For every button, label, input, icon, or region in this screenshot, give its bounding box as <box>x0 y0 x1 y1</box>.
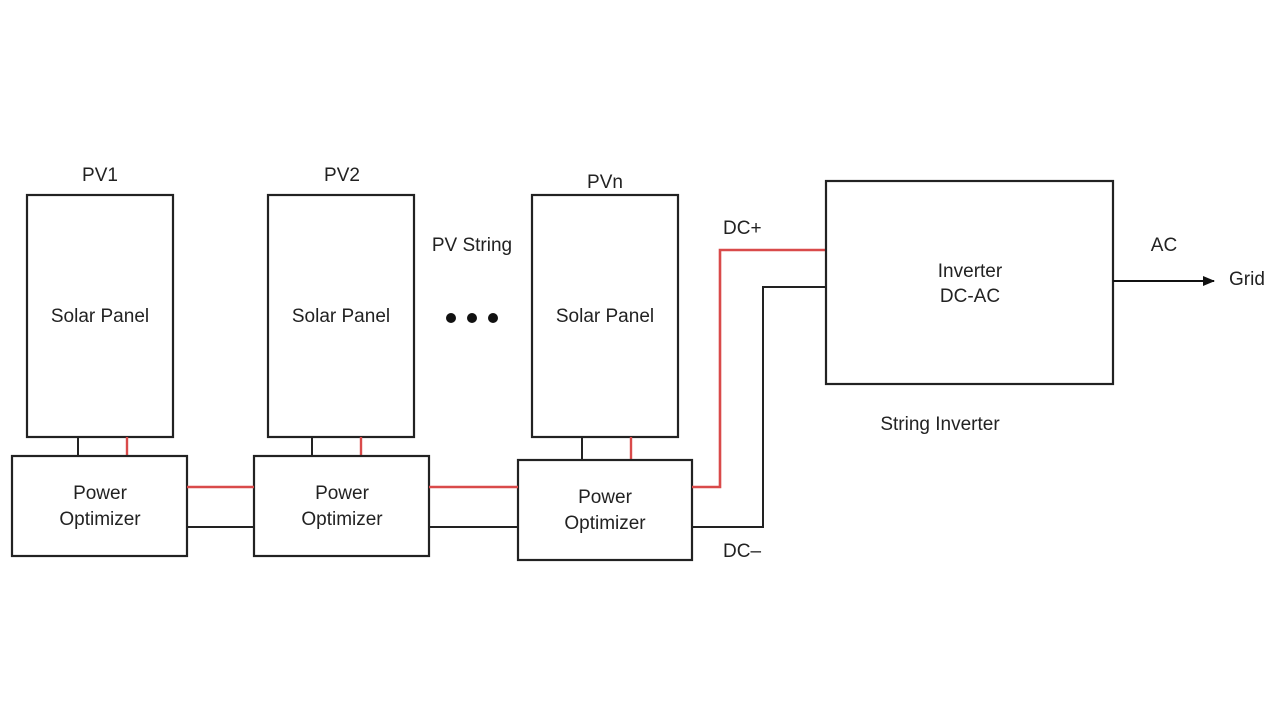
ellipsis-dot-2 <box>467 313 477 323</box>
power-optimizer-2 <box>252 454 431 558</box>
solar-panel-2-label: Solar Panel <box>292 306 390 327</box>
solar-panel-2 <box>266 193 416 439</box>
dc-plus-wire <box>692 248 826 489</box>
solar-panel-1 <box>25 193 175 439</box>
solar-panel-n <box>530 193 680 439</box>
panel-id-pv2: PV2 <box>324 165 360 186</box>
power-optimizer-1 <box>10 454 189 558</box>
inverter-label-line2: DC-AC <box>940 286 1000 307</box>
pv-string-label: PV String <box>432 235 512 256</box>
ac-label: AC <box>1151 235 1177 256</box>
power-optimizer-n-line1: Power <box>578 487 633 508</box>
power-optimizer-1-line2: Optimizer <box>59 509 141 530</box>
power-optimizer-2-line1: Power <box>315 483 370 504</box>
ellipsis-dot-1 <box>446 313 456 323</box>
power-optimizer-n <box>516 458 694 562</box>
dc-minus-wire <box>692 286 826 528</box>
power-optimizer-n-line2: Optimizer <box>564 513 646 534</box>
dc-minus-label: DC– <box>723 541 761 562</box>
inverter-label-line1: Inverter <box>938 261 1003 282</box>
inverter-box <box>824 179 1115 386</box>
ellipsis-dot-3 <box>488 313 498 323</box>
string-inverter-caption: String Inverter <box>880 414 1000 435</box>
power-optimizer-1-line1: Power <box>73 483 128 504</box>
solar-panel-n-label: Solar Panel <box>556 306 654 327</box>
panel-id-pv1: PV1 <box>82 165 118 186</box>
grid-label: Grid <box>1229 269 1265 290</box>
panel-id-pvn: PVn <box>587 172 623 193</box>
dc-plus-label: DC+ <box>723 218 762 239</box>
solar-panel-1-label: Solar Panel <box>51 306 149 327</box>
power-optimizer-2-line2: Optimizer <box>301 509 383 530</box>
